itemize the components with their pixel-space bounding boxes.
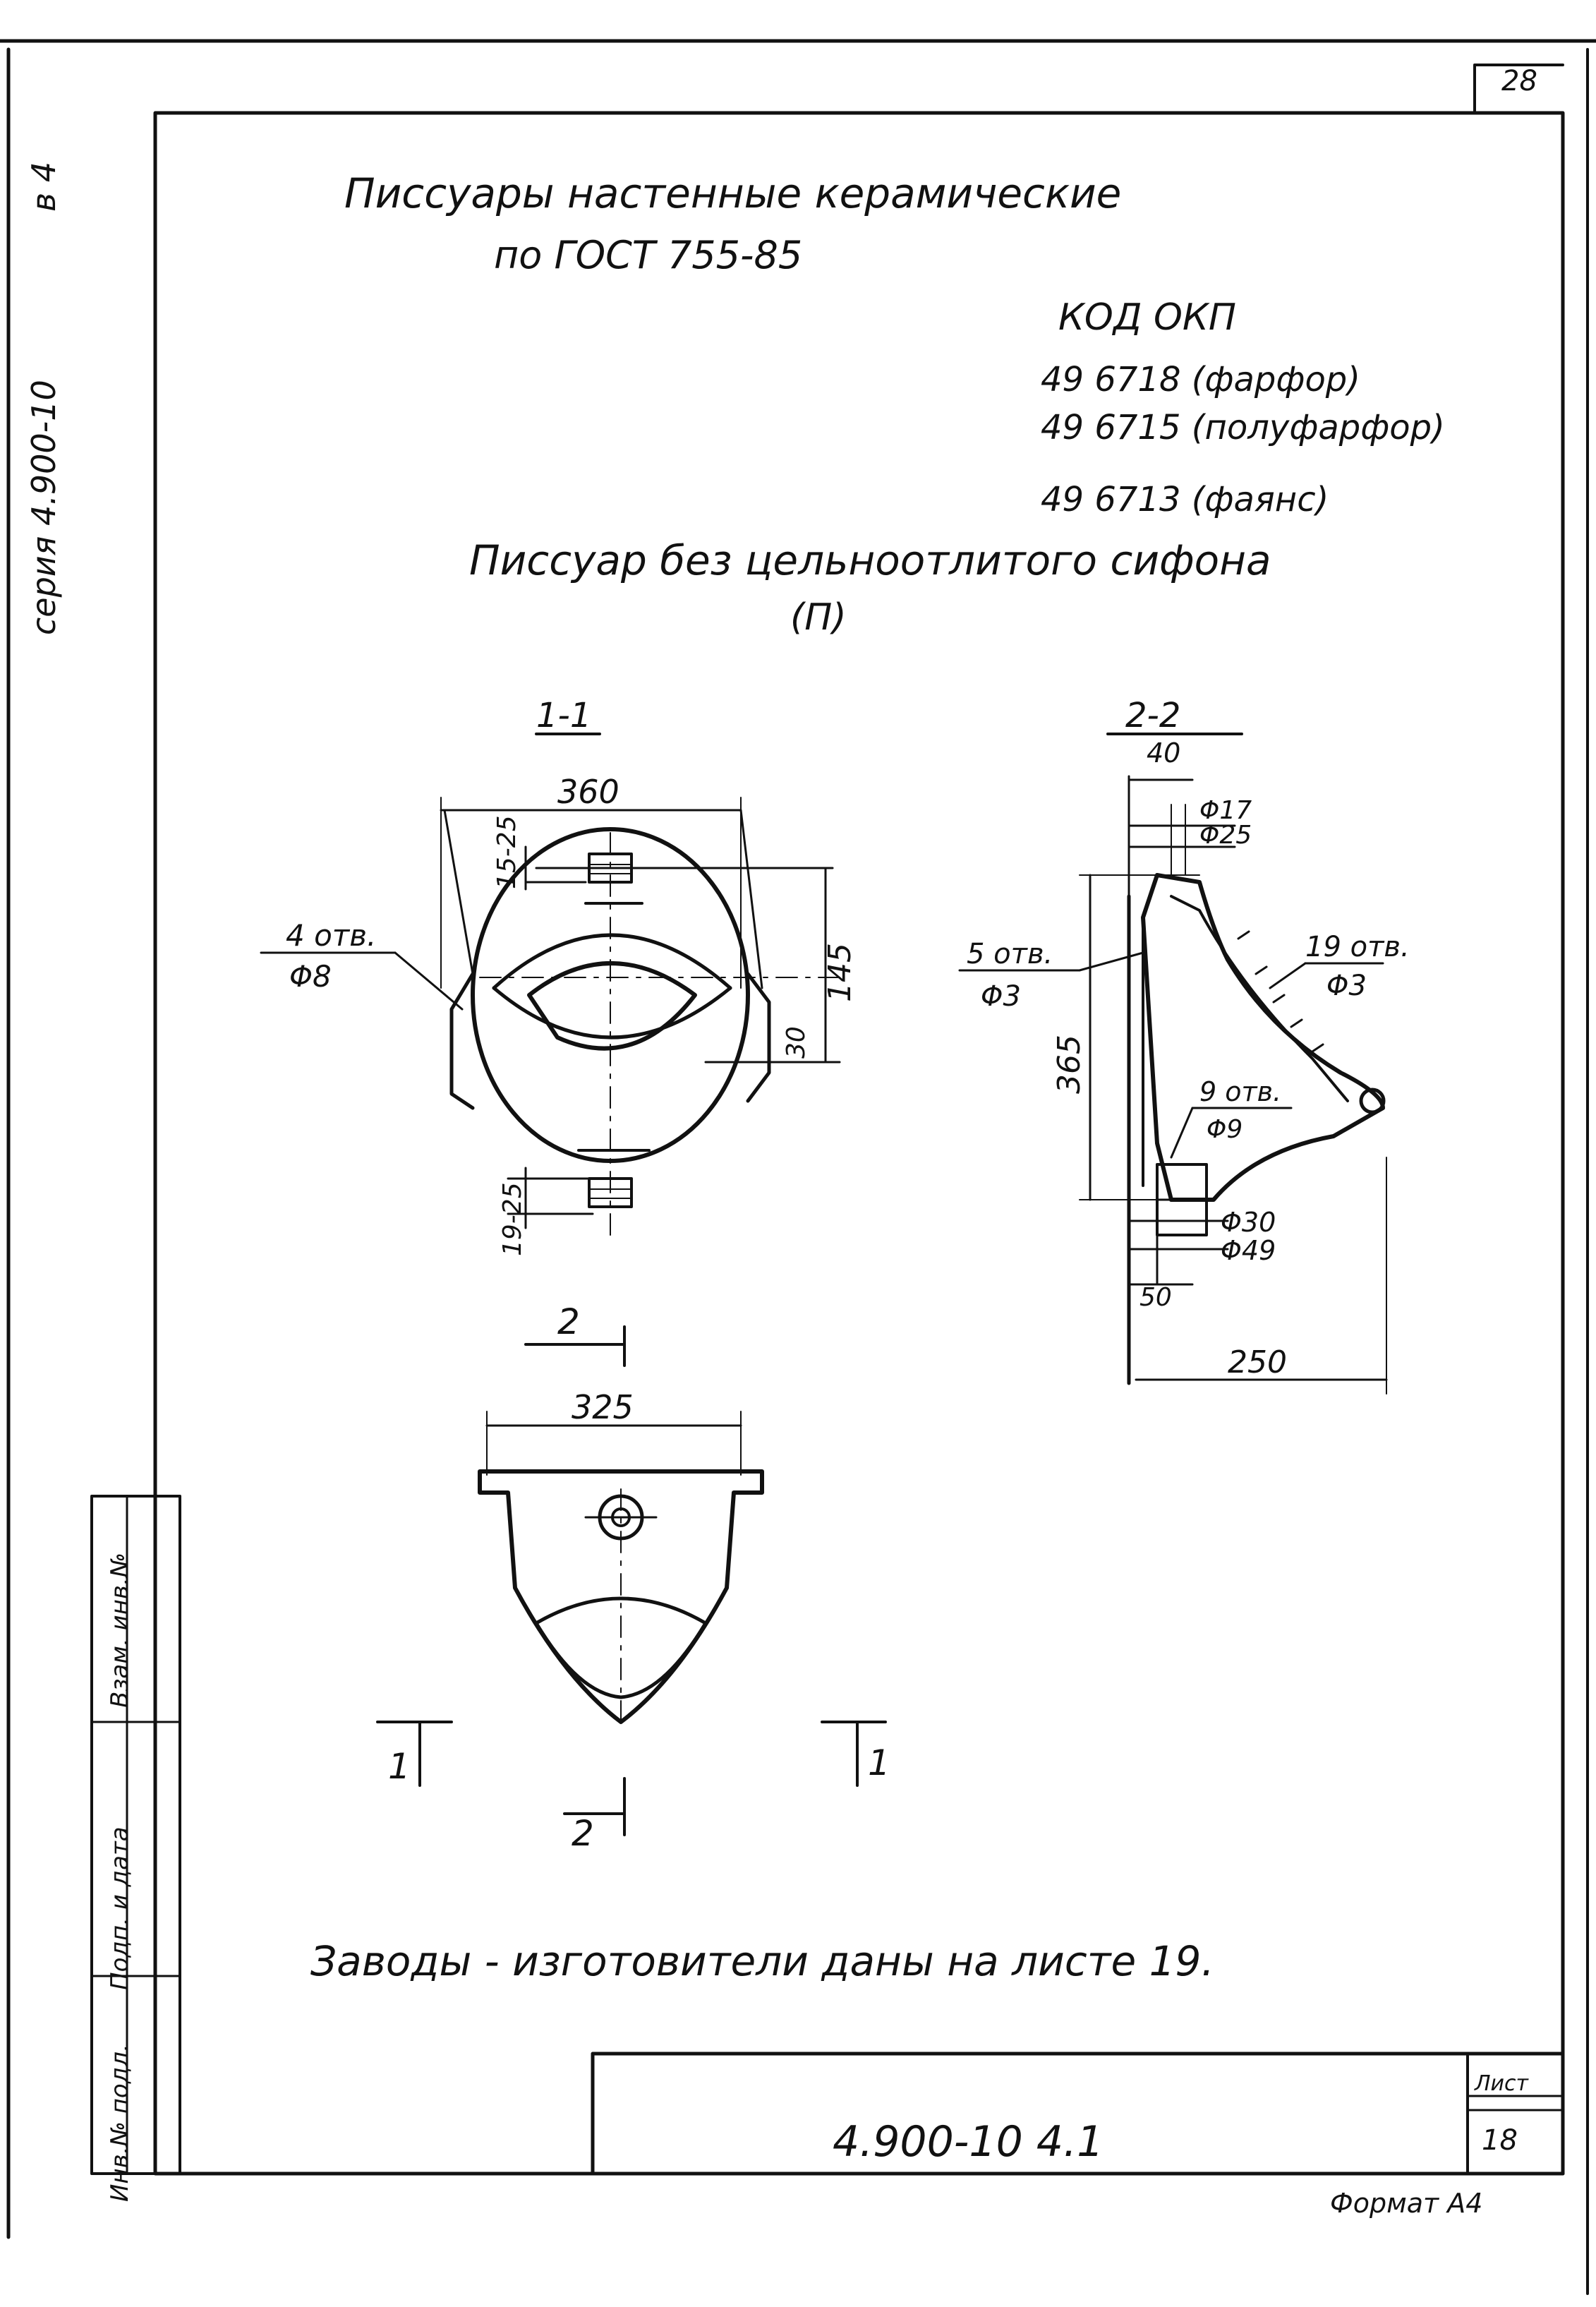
dim-30: 30	[782, 1026, 811, 1059]
dia-25: Φ25	[1199, 821, 1252, 850]
holes-9-dia: Φ9	[1207, 1115, 1243, 1144]
holes-19-dia: Φ3	[1326, 970, 1367, 1002]
dia-30: Φ30	[1221, 1207, 1276, 1238]
cut-2-bottom-label: 2	[572, 1813, 594, 1854]
holes-4-note: 4 отв.	[286, 918, 376, 953]
okp-code-2: 49 6715 (полуфарфор)	[1041, 408, 1445, 447]
cut-1-right-label: 1	[868, 1742, 890, 1783]
section-1-label: 1-1	[536, 696, 591, 735]
subtitle-line-2: (П)	[790, 596, 847, 639]
doc-code: 4.900-10 4.1	[833, 2117, 1104, 2167]
dia-49: Φ49	[1221, 1235, 1276, 1266]
dim-15-25: 15-25	[492, 815, 521, 889]
section-2-label: 2-2	[1125, 696, 1180, 735]
format-label: Формат А4	[1330, 2188, 1483, 2219]
sheet-number: 18	[1482, 2124, 1518, 2157]
dim-250: 250	[1228, 1344, 1287, 1380]
holes-5-note: 5 отв.	[967, 938, 1053, 970]
dim-40: 40	[1147, 737, 1180, 769]
dim-325: 325	[572, 1388, 634, 1426]
okp-code-1: 49 6718 (фарфор)	[1041, 360, 1360, 399]
okp-title: КОД ОКП	[1058, 296, 1236, 339]
okp-code-3: 49 6713 (фаянс)	[1041, 480, 1329, 519]
dim-360: 360	[557, 773, 619, 811]
cut-1-left-label: 1	[388, 1746, 411, 1787]
holes-9-note: 9 отв.	[1199, 1076, 1281, 1107]
cut-2-top-label: 2	[557, 1301, 580, 1342]
title-line-2: по ГОСТ 755-85	[494, 233, 803, 277]
title-block	[591, 2052, 1565, 2176]
dim-145: 145	[822, 943, 858, 1002]
inner-frame	[153, 111, 1565, 2176]
urinal-profile	[1141, 873, 1385, 1202]
title-line-1: Писсуары настенные керамические	[344, 169, 1122, 217]
footer-note: Заводы - изготовители даны на листе 19.	[310, 1937, 1214, 1985]
stamp-frame	[90, 1495, 181, 2175]
dim-19-25: 19-25	[498, 1182, 527, 1256]
sheet-label: Лист	[1475, 2071, 1529, 2096]
holes-4-dia: Φ8	[289, 959, 332, 994]
dim-50: 50	[1139, 1283, 1172, 1312]
sheet-corner-number: 28	[1501, 65, 1537, 97]
dia-17: Φ17	[1199, 796, 1252, 825]
dim-365: 365	[1051, 1035, 1087, 1094]
subtitle-line-1: Писсуар без цельноотлитого сифона	[469, 536, 1271, 584]
corner-box	[1473, 64, 1564, 114]
holes-5-dia: Φ3	[981, 980, 1021, 1013]
holes-19-note: 19 отв.	[1305, 931, 1410, 963]
